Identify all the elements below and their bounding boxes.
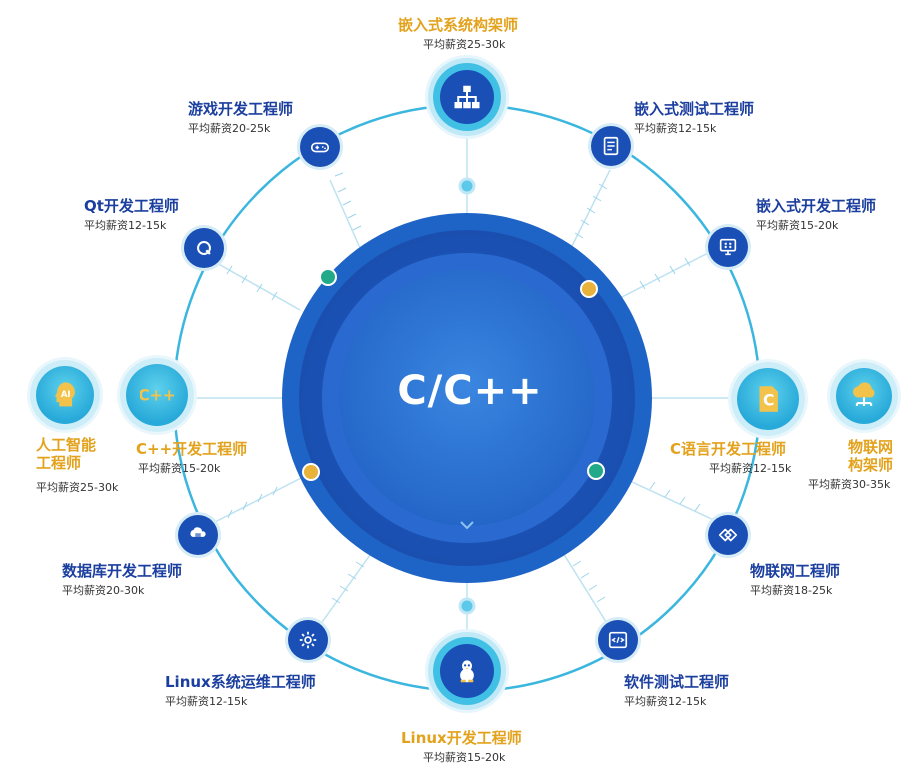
cloud-network-icon: [836, 368, 892, 424]
role-salary-iot-architect: 平均薪资30-35k: [808, 478, 891, 491]
c-file-icon: C: [737, 368, 799, 430]
orbit-dot: [458, 597, 476, 615]
monitor-icon: [708, 227, 748, 267]
role-salary-game-dev-engineer: 平均薪资20-25k: [188, 122, 271, 135]
accent-dot: [587, 462, 605, 480]
code-icon: [598, 620, 638, 660]
role-salary-cpp-engineer: 平均薪资15-20k: [138, 462, 221, 475]
role-title-embedded-test-engineer: 嵌入式测试工程师: [634, 100, 755, 118]
role-title-game-dev-engineer: 游戏开发工程师: [188, 100, 294, 118]
center-label: C/C++: [397, 368, 543, 414]
role-salary-ai-engineer: 平均薪资25-30k: [36, 481, 119, 494]
role-salary-embedded-dev-engineer: 平均薪资15-20k: [756, 219, 839, 232]
role-salary-linux-dev-engineer: 平均薪资15-20k: [423, 751, 506, 764]
role-salary-linux-ops-engineer: 平均薪资12-15k: [165, 695, 248, 708]
linux-penguin-icon: [440, 644, 494, 698]
role-salary-iot-engineer: 平均薪资18-25k: [750, 584, 833, 597]
gamepad-icon: [300, 127, 340, 167]
role-title-embedded-architect: 嵌入式系统构架师: [398, 16, 519, 34]
orbit-dot: [458, 177, 476, 195]
role-salary-c-language-engineer: 平均薪资12-15k: [709, 462, 792, 475]
spoke-ticks: [226, 172, 701, 604]
svg-text:AI: AI: [61, 390, 71, 400]
role-title-linux-ops-engineer: Linux系统运维工程师: [165, 673, 316, 691]
svg-text:C++: C++: [140, 387, 174, 405]
gear-icon: [288, 620, 328, 660]
role-title-iot-architect: 物联网 构架师: [848, 438, 894, 474]
svg-text:C: C: [763, 391, 774, 409]
role-title-iot-engineer: 物联网工程师: [750, 562, 841, 580]
accent-dot: [319, 268, 337, 286]
role-title-qt-engineer: Qt开发工程师: [84, 197, 179, 215]
role-title-ai-engineer: 人工智能 工程师: [36, 436, 97, 472]
link-icon: [708, 515, 748, 555]
accent-dot: [302, 463, 320, 481]
role-title-embedded-dev-engineer: 嵌入式开发工程师: [756, 197, 877, 215]
document-icon: [591, 126, 631, 166]
role-title-database-engineer: 数据库开发工程师: [62, 562, 183, 580]
center-core: [339, 270, 595, 526]
role-salary-embedded-architect: 平均薪资25-30k: [423, 38, 506, 51]
sitemap-icon: [440, 70, 494, 124]
role-salary-embedded-test-engineer: 平均薪资12-15k: [634, 122, 717, 135]
role-title-software-test-engineer: 软件测试工程师: [624, 673, 730, 691]
role-title-cpp-engineer: C++开发工程师: [136, 440, 248, 458]
role-salary-software-test-engineer: 平均薪资12-15k: [624, 695, 707, 708]
role-title-c-language-engineer: C语言开发工程师: [670, 440, 787, 458]
role-title-linux-dev-engineer: Linux开发工程师: [401, 729, 522, 747]
role-salary-database-engineer: 平均薪资20-30k: [62, 584, 145, 597]
ai-head-icon: AI: [36, 366, 94, 424]
cpp-icon: C++: [126, 364, 188, 426]
chevron-down-icon: [460, 521, 474, 530]
role-salary-qt-engineer: 平均薪资12-15k: [84, 219, 167, 232]
database-icon: [178, 515, 218, 555]
qt-icon: [184, 228, 224, 268]
accent-dot: [580, 280, 598, 298]
